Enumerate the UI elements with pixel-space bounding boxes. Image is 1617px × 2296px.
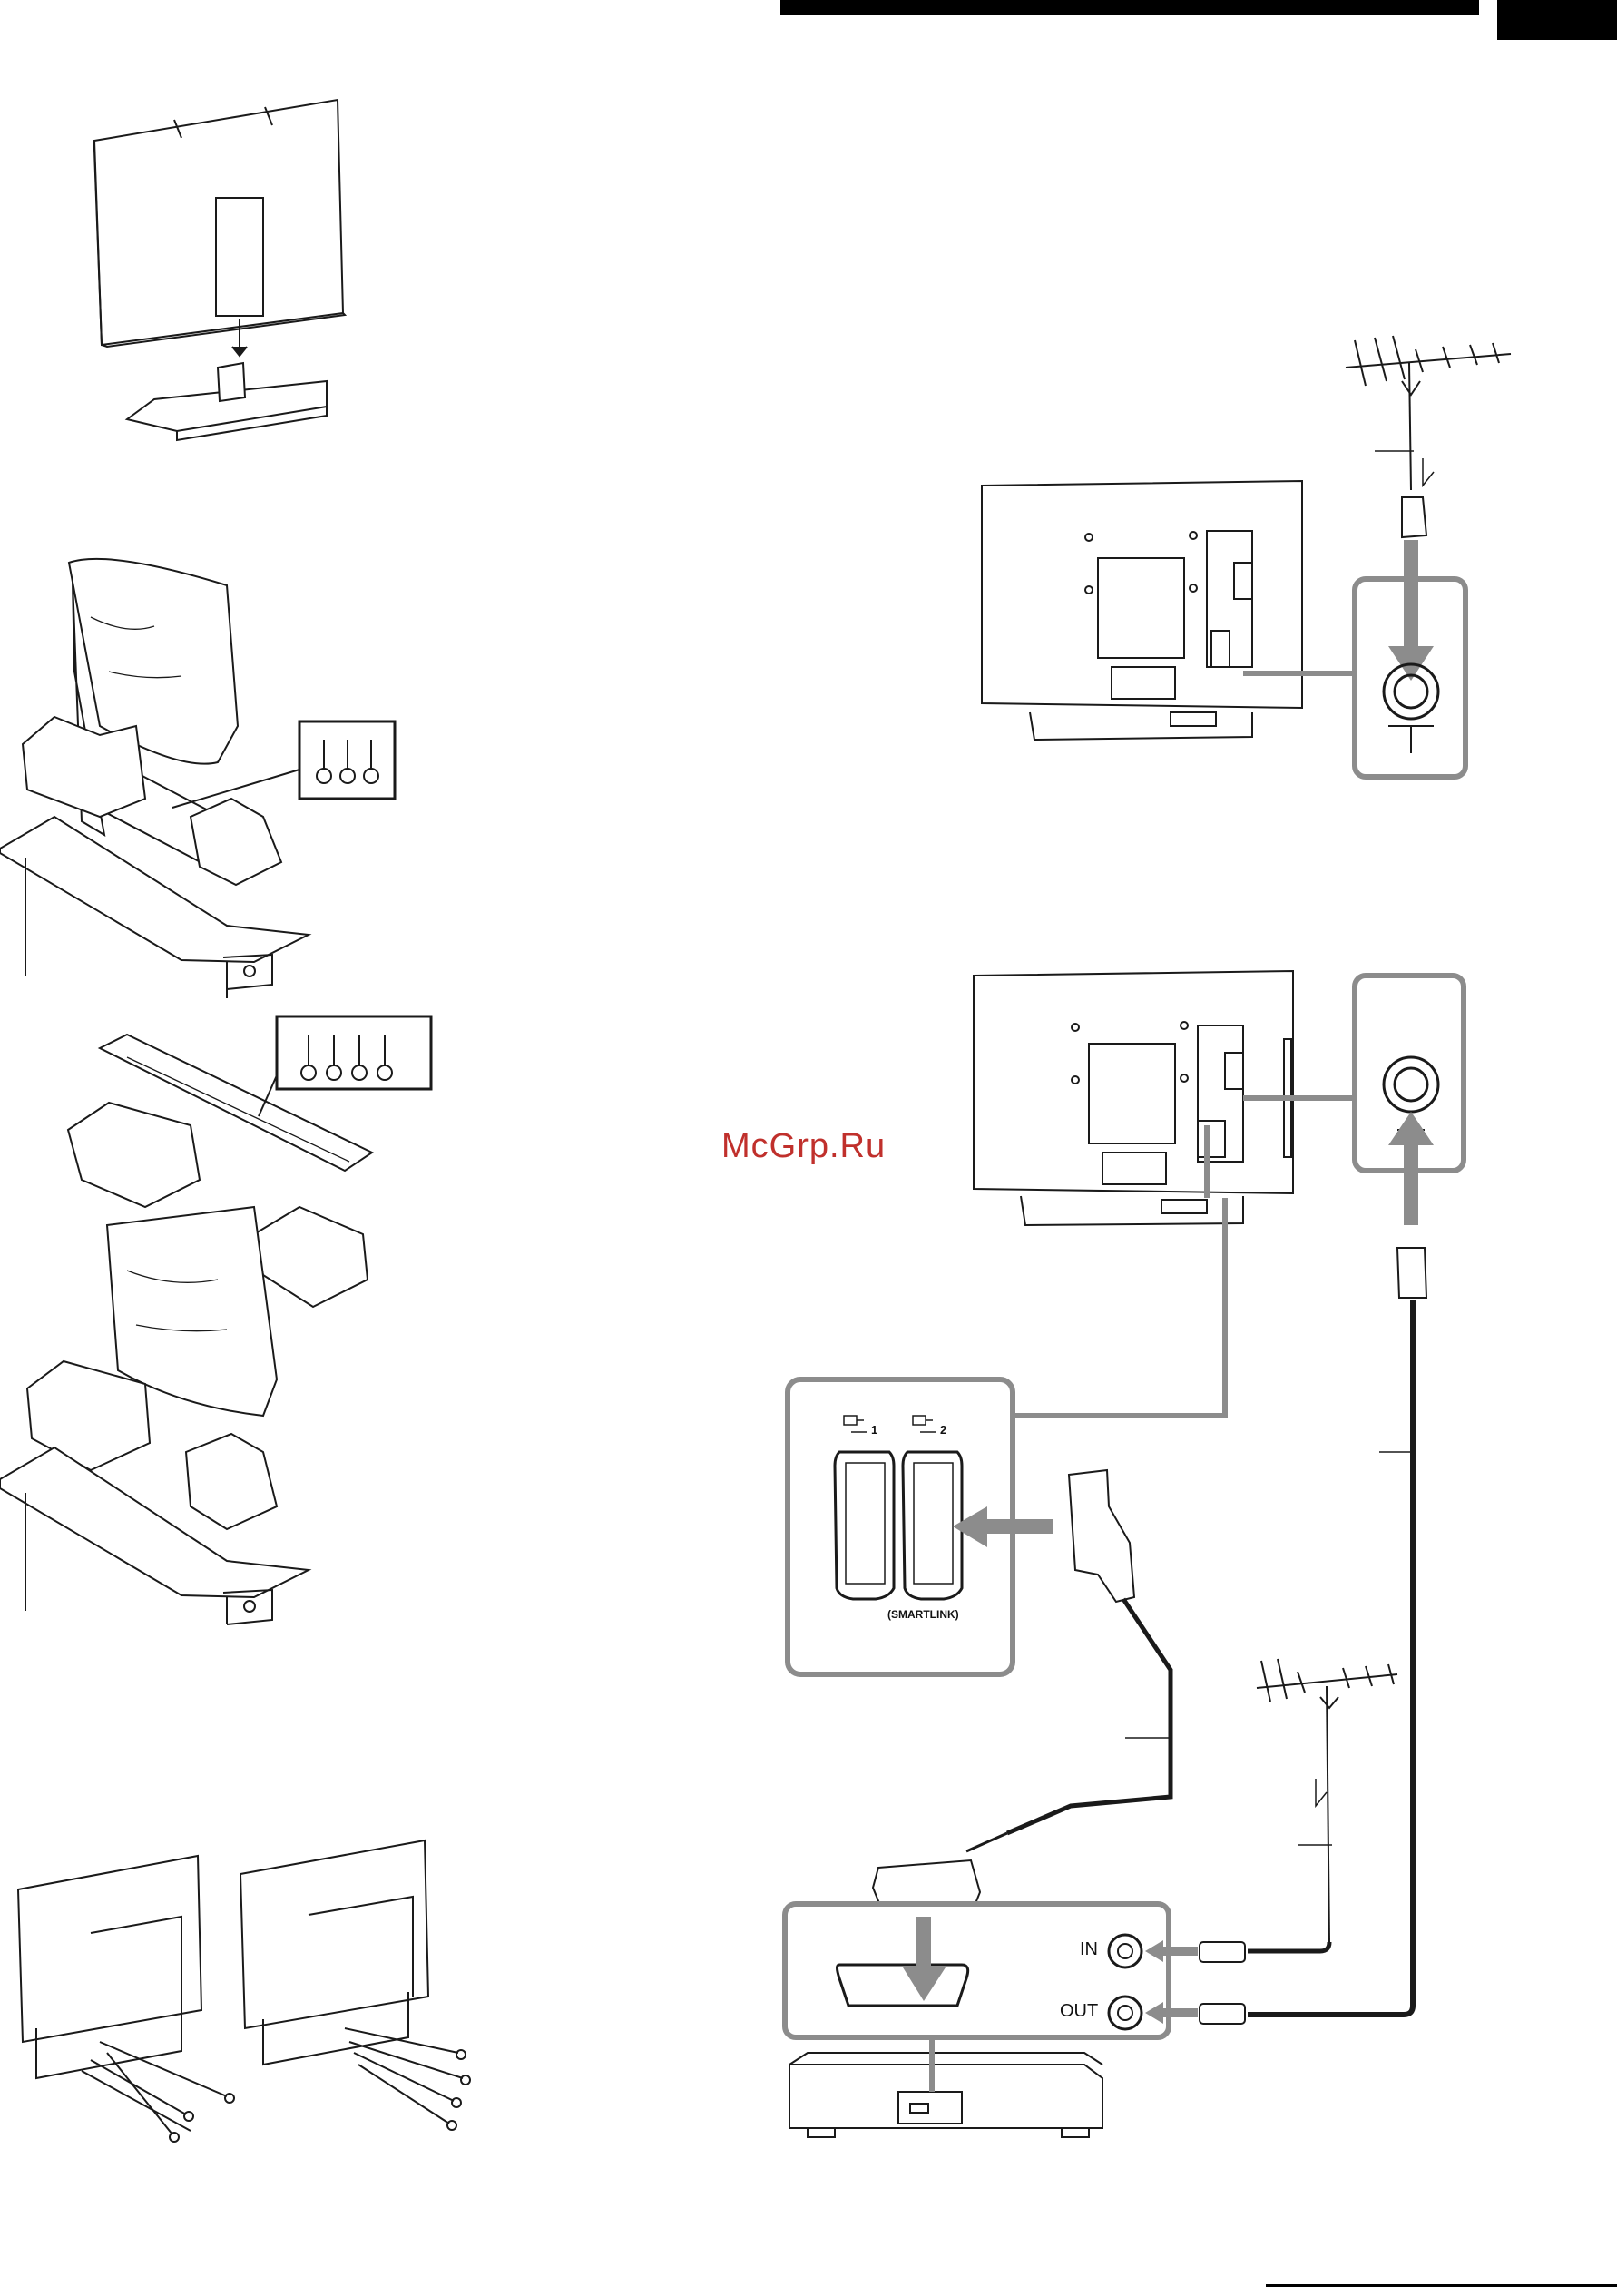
- scart-port-2: [903, 1452, 962, 1599]
- scart-port-1-label: 1: [871, 1423, 877, 1437]
- vcr-in-label: IN: [1080, 1939, 1098, 1960]
- tv-stand-figure: [94, 100, 345, 440]
- repacking-figure: [0, 1016, 431, 1624]
- antenna-icon: [1346, 336, 1511, 490]
- scart-port-1: [835, 1452, 894, 1599]
- aerial-connection-figure: [982, 336, 1511, 777]
- vcr-connection-figure: [785, 971, 1464, 2137]
- packing-box-figure: [0, 559, 395, 998]
- watermark-text: McGrp.Ru: [721, 1127, 886, 1166]
- antenna-icon: [1257, 1659, 1397, 1942]
- scart-port-2-label: 2: [940, 1423, 946, 1437]
- vcr-out-label: OUT: [1060, 2001, 1098, 2022]
- smartlink-label: (SMARTLINK): [887, 1608, 959, 1621]
- wall-mount-screws-figure: [18, 1840, 470, 2142]
